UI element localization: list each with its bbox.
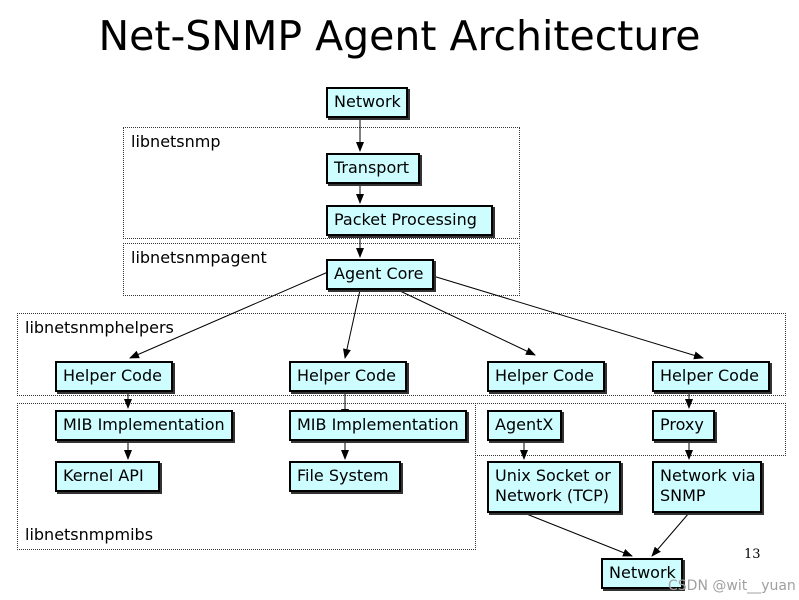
node-kernel-api: Kernel API xyxy=(55,461,160,492)
node-helper-code-1: Helper Code xyxy=(55,361,173,392)
group-external-interfaces xyxy=(475,403,786,456)
node-network-via-snmp: Network via SNMP xyxy=(652,461,762,513)
group-libnetsnmpagent: libnetsnmpagent xyxy=(123,243,520,296)
node-helper-code-2: Helper Code xyxy=(289,361,407,392)
node-network-via-snmp-line2: SNMP xyxy=(660,486,706,505)
node-agentx: AgentX xyxy=(487,410,562,441)
group-libnetsnmpmibs: libnetsnmpmibs xyxy=(17,403,476,550)
node-mib-implementation-2: MIB Implementation xyxy=(289,410,467,441)
node-unix-socket-line2: Network (TCP) xyxy=(495,486,610,505)
group-label-libnetsnmpmibs: libnetsnmpmibs xyxy=(25,525,154,544)
node-packet-processing: Packet Processing xyxy=(326,205,493,236)
node-helper-code-3: Helper Code xyxy=(487,361,605,392)
node-helper-code-4: Helper Code xyxy=(652,361,770,392)
group-label-libnetsnmp: libnetsnmp xyxy=(131,132,221,151)
arrow-snmp-to-network xyxy=(651,512,690,557)
group-label-libnetsnmpagent: libnetsnmpagent xyxy=(131,248,267,267)
arrow-core-to-helper3 xyxy=(397,289,536,356)
page-title: Net-SNMP Agent Architecture xyxy=(98,12,701,60)
node-network-bottom: Network xyxy=(601,558,683,589)
watermark: CSDN @wit__yuan xyxy=(668,578,796,594)
arrow-core-to-helper1 xyxy=(129,271,329,359)
node-transport: Transport xyxy=(326,153,420,184)
arrow-core-to-helper2 xyxy=(343,289,361,359)
arrow-unix-to-network xyxy=(523,512,633,557)
node-network-via-snmp-line1: Network via xyxy=(660,466,756,485)
node-proxy: Proxy xyxy=(652,410,715,441)
group-libnetsnmphelpers: libnetsnmphelpers xyxy=(17,313,786,396)
page-number: 13 xyxy=(744,547,761,562)
node-network-top: Network xyxy=(326,87,408,118)
node-agent-core: Agent Core xyxy=(326,259,434,290)
node-unix-socket: Unix Socket or Network (TCP) xyxy=(487,461,621,513)
node-mib-implementation-1: MIB Implementation xyxy=(55,410,233,441)
group-libnetsnmp: libnetsnmp xyxy=(123,127,520,239)
arrow-core-to-helper4 xyxy=(432,275,704,360)
node-unix-socket-line1: Unix Socket or xyxy=(495,466,611,485)
node-file-system: File System xyxy=(289,461,401,492)
group-label-libnetsnmphelpers: libnetsnmphelpers xyxy=(25,318,174,337)
